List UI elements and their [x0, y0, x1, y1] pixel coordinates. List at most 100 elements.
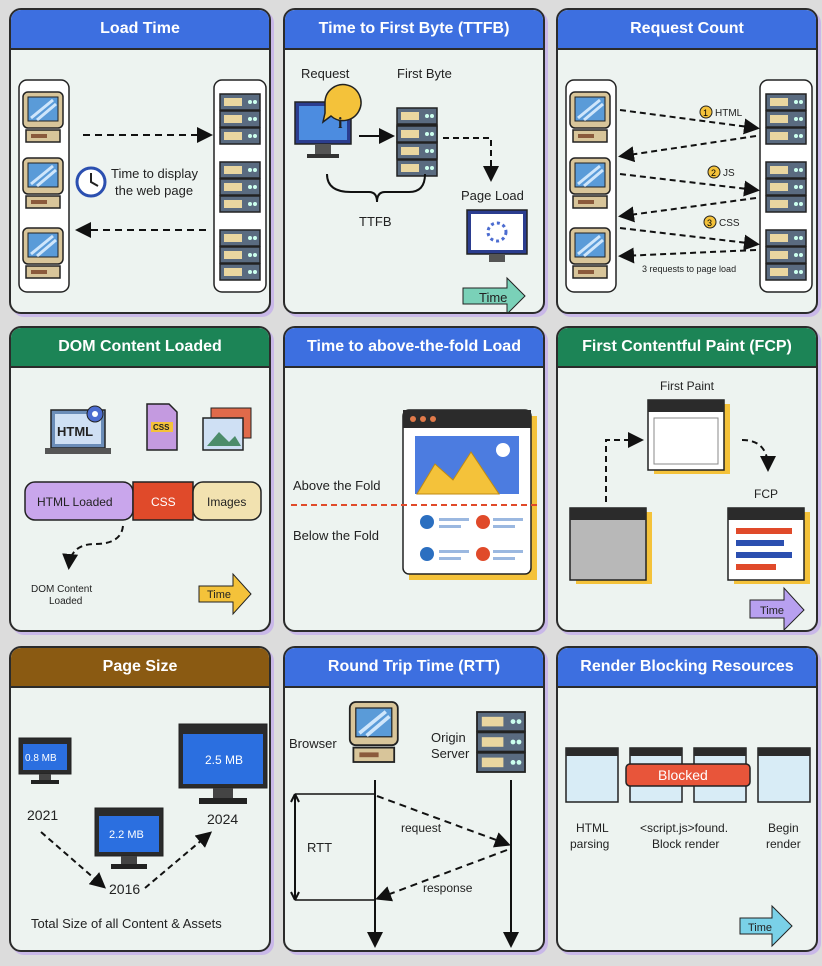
- page-size-panel: Page Size 0.8 MB 2021 2.2 MB 2016 2.5 MB…: [9, 646, 271, 952]
- svg-text:Above the Fold: Above the Fold: [293, 478, 380, 493]
- svg-text:CSS: CSS: [151, 495, 176, 509]
- images-icon: [202, 407, 252, 451]
- dom-content-loaded-title: DOM Content Loaded: [11, 328, 269, 368]
- svg-text:2024: 2024: [207, 811, 238, 827]
- svg-text:Time: Time: [207, 589, 231, 601]
- svg-text:response: response: [423, 881, 473, 895]
- svg-text:Request: Request: [301, 66, 350, 81]
- svg-text:JS: JS: [723, 168, 735, 179]
- blocked-bar: [625, 763, 751, 787]
- svg-text:2.2 MB: 2.2 MB: [109, 829, 144, 841]
- svg-text:CSS: CSS: [153, 423, 170, 432]
- fcp-diagram: First Paint FCP Time: [569, 379, 810, 630]
- dom-content-loaded-panel: DOM Content Loaded HTML CSS HTML Loaded …: [9, 326, 271, 632]
- svg-text:HTML: HTML: [57, 424, 93, 439]
- begin-render-window: [757, 747, 811, 803]
- fcp-title: First Contentful Paint (FCP): [558, 328, 816, 368]
- client-computer-icon: [21, 90, 65, 144]
- html-laptop-icon: HTML: [45, 409, 111, 454]
- svg-text:2016: 2016: [109, 881, 140, 897]
- monitor-2021-icon: 0.8 MB: [18, 737, 72, 784]
- svg-text:i: i: [338, 115, 343, 132]
- svg-text:Time: Time: [479, 290, 507, 305]
- svg-text:2021: 2021: [27, 807, 58, 823]
- html-parsing-window: [565, 747, 619, 803]
- request-count-diagram: 1 HTML 2 JS 3 CSS 3 requests to page loa…: [565, 79, 813, 293]
- svg-text:Images: Images: [207, 495, 246, 509]
- svg-text:Begin: Begin: [768, 821, 799, 835]
- svg-text:parsing: parsing: [570, 837, 609, 851]
- svg-text:render: render: [766, 837, 801, 851]
- svg-text:the web page: the web page: [115, 183, 193, 198]
- load-time-diagram: Time to display the web page: [18, 79, 267, 293]
- svg-text:1: 1: [703, 108, 708, 118]
- svg-text:HTML: HTML: [715, 108, 743, 119]
- time-arrow-icon: [198, 572, 252, 616]
- svg-text:3: 3: [707, 218, 712, 228]
- svg-text:Page Load: Page Load: [461, 188, 524, 203]
- svg-text:<script.js>found.: <script.js>found.: [640, 821, 728, 835]
- svg-text:Blocked: Blocked: [658, 767, 708, 783]
- svg-text:Time to display: Time to display: [111, 166, 198, 181]
- request-count-title: Request Count: [558, 10, 816, 50]
- svg-text:Browser: Browser: [289, 736, 337, 751]
- load-time-title: Load Time: [11, 10, 269, 50]
- svg-text:2.5 MB: 2.5 MB: [205, 753, 243, 767]
- browser-computer-icon: [347, 700, 400, 764]
- svg-text:3 requests to page load: 3 requests to page load: [642, 264, 736, 274]
- server-rack-icon: [220, 94, 260, 144]
- svg-text:Block render: Block render: [652, 837, 719, 851]
- fcp-panel: First Contentful Paint (FCP) First Paint…: [556, 326, 818, 632]
- time-arrow-icon: [749, 586, 805, 630]
- ttfb-diagram: Request First Byte i TTFB Page Load Time: [294, 66, 528, 312]
- svg-text:DOM Content: DOM Content: [31, 584, 92, 595]
- ttfb-title: Time to First Byte (TTFB): [285, 10, 543, 50]
- svg-text:RTT: RTT: [307, 840, 332, 855]
- svg-text:HTML: HTML: [576, 821, 609, 835]
- svg-text:TTFB: TTFB: [359, 214, 392, 229]
- svg-text:0.8 MB: 0.8 MB: [25, 753, 57, 764]
- gear-icon: [86, 405, 104, 423]
- dom-diagram: HTML CSS HTML Loaded CSS Images DOM Cont…: [24, 403, 262, 616]
- above-the-fold-title: Time to above-the-fold Load: [285, 328, 543, 368]
- images-segment: [192, 481, 262, 521]
- rtt-diagram: Browser Origin Server RTT request respon…: [289, 700, 545, 948]
- page-size-diagram: 0.8 MB 2021 2.2 MB 2016 2.5 MB 2024 Tota…: [18, 723, 268, 931]
- request-count-panel: Request Count 1 HTML 2 JS 3 CSS 3 reques…: [556, 8, 818, 314]
- above-the-fold-panel: Time to above-the-fold Load Above the Fo…: [283, 326, 545, 632]
- svg-text:request: request: [401, 821, 442, 835]
- svg-text:First Byte: First Byte: [397, 66, 452, 81]
- monitor-2016-icon: 2.2 MB: [94, 807, 164, 869]
- rtt-title: Round Trip Time (RTT): [285, 648, 543, 688]
- load-time-panel: Load Time Time to display the web page: [9, 8, 271, 314]
- svg-text:Server: Server: [431, 746, 470, 761]
- clock-icon: [75, 166, 107, 198]
- svg-text:Below the Fold: Below the Fold: [293, 528, 379, 543]
- monitor-icon: [294, 101, 352, 158]
- svg-text:Total Size of all Content & As: Total Size of all Content & Assets: [31, 916, 222, 931]
- svg-text:Loaded: Loaded: [49, 596, 82, 607]
- monitor-2024-icon: 2.5 MB: [178, 723, 268, 804]
- ttfb-panel: Time to First Byte (TTFB) Request First …: [283, 8, 545, 314]
- fold-diagram: Above the Fold Below the Fold: [291, 409, 541, 580]
- svg-text:HTML Loaded: HTML Loaded: [37, 495, 113, 509]
- server-rack-icon: [766, 94, 806, 144]
- rtt-panel: Round Trip Time (RTT) Browser Origin Ser…: [283, 646, 545, 952]
- svg-text:Time: Time: [748, 922, 772, 934]
- info-bubble-icon: i: [321, 83, 362, 132]
- time-arrow-icon: [739, 904, 793, 948]
- origin-server-icon: [477, 712, 525, 772]
- svg-text:Time: Time: [760, 605, 784, 617]
- svg-text:2: 2: [711, 168, 716, 178]
- svg-text:First Paint: First Paint: [660, 379, 715, 393]
- svg-text:CSS: CSS: [719, 218, 740, 229]
- render-blocking-panel: Render Blocking Resources Blocked HTML p…: [556, 646, 818, 952]
- page-size-title: Page Size: [11, 648, 269, 688]
- ttfb-brace: [326, 173, 426, 203]
- render-blocking-title: Render Blocking Resources: [558, 648, 816, 688]
- css-file-icon: CSS: [146, 403, 178, 451]
- render-blocking-diagram: Blocked HTML parsing <script.js>found. B…: [565, 747, 811, 948]
- loading-monitor-icon: [466, 209, 528, 262]
- time-arrow-icon: [462, 276, 526, 312]
- css-segment: [132, 481, 194, 521]
